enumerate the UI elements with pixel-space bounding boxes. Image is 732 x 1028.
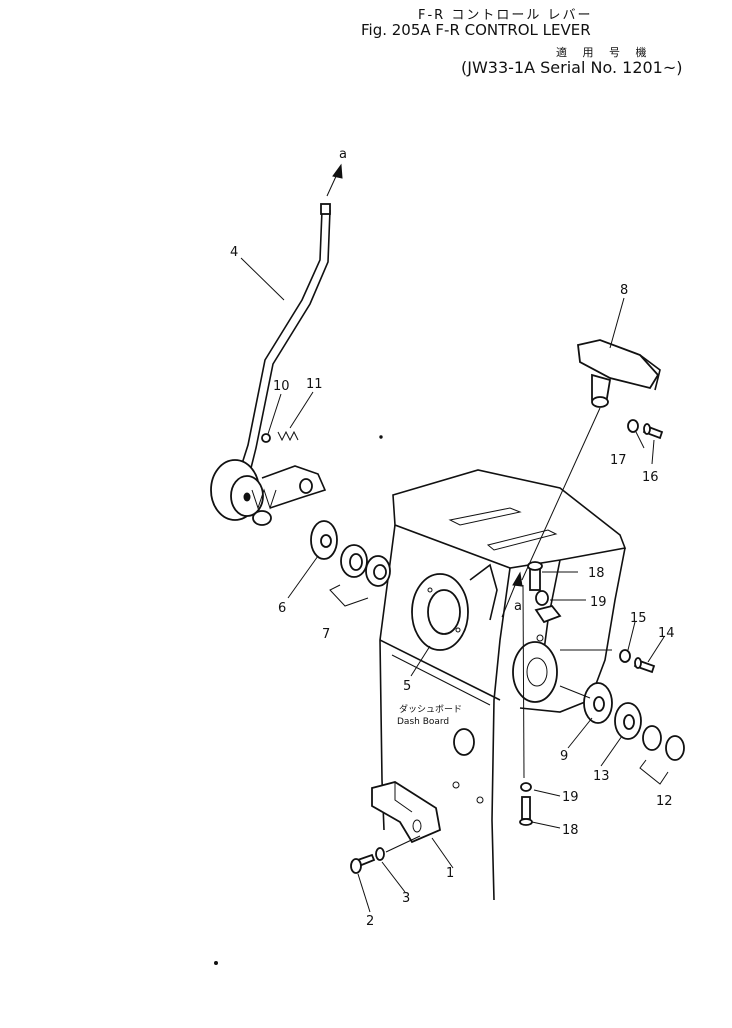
callout-4: 4 [230, 245, 238, 260]
dash-board-label-jp: ダッシュボード [399, 703, 462, 715]
scan-dot [379, 435, 383, 439]
nut-set-part-12[interactable] [639, 725, 685, 785]
callout-9: 9 [560, 749, 568, 764]
callout-18-upper: 18 [588, 566, 605, 581]
callout-15: 15 [630, 611, 647, 626]
bracket-part-1[interactable] [371, 781, 442, 844]
title-japanese: F-R コントロール レバー [418, 8, 593, 23]
scan-dot [214, 961, 218, 965]
bolt-part-18-upper[interactable] [527, 561, 543, 591]
bolt-part-16[interactable] [642, 423, 664, 440]
spring-part-11[interactable] [277, 430, 299, 442]
knob-part-8[interactable] [577, 339, 661, 408]
callout-12: 12 [656, 794, 673, 809]
callout-10: 10 [273, 379, 290, 394]
arrow-label-top: a [339, 147, 347, 162]
figure-title: Fig. 205A F-R CONTROL LEVER [361, 21, 591, 39]
callout-17: 17 [610, 453, 627, 468]
callout-1: 1 [446, 866, 454, 881]
callout-6: 6 [278, 601, 286, 616]
callout-18-lower: 18 [562, 823, 579, 838]
callout-8: 8 [620, 283, 628, 298]
callout-13: 13 [593, 769, 610, 784]
washer-part-17[interactable] [627, 419, 639, 433]
washer-part-15[interactable] [619, 649, 631, 663]
applicable-models-japanese: 適 用 号 機 [556, 46, 653, 59]
callout-19-upper: 19 [590, 595, 607, 610]
callout-14: 14 [658, 626, 675, 641]
control-lever-part-4[interactable] [210, 203, 331, 526]
callout-19-lower: 19 [562, 790, 579, 805]
bolt-part-18-lower[interactable] [519, 796, 533, 826]
leader-lines [240, 257, 665, 913]
arrow-label-mid: a [514, 599, 522, 614]
nut-part-19-upper[interactable] [534, 590, 562, 624]
callout-2: 2 [366, 914, 374, 929]
bolt-part-2[interactable] [350, 853, 376, 874]
bolt-part-14[interactable] [633, 657, 656, 674]
dash-board-label-en: Dash Board [397, 717, 449, 727]
knob-rod [521, 407, 601, 581]
callout-11: 11 [306, 377, 323, 392]
bracket-part-5[interactable] [411, 563, 498, 651]
callout-16: 16 [642, 470, 659, 485]
callout-5: 5 [403, 679, 411, 694]
nut-part-19-lower[interactable] [520, 782, 532, 792]
serial-range: (JW33-1A Serial No. 1201~) [461, 58, 683, 77]
arrow-head [332, 163, 343, 179]
ball-part-10[interactable] [261, 433, 271, 443]
callout-7: 7 [322, 627, 330, 642]
bearing-set-part-7[interactable] [329, 544, 391, 607]
lower-rod [522, 584, 525, 779]
washer-part-3[interactable] [375, 847, 385, 861]
callout-3: 3 [402, 891, 410, 906]
